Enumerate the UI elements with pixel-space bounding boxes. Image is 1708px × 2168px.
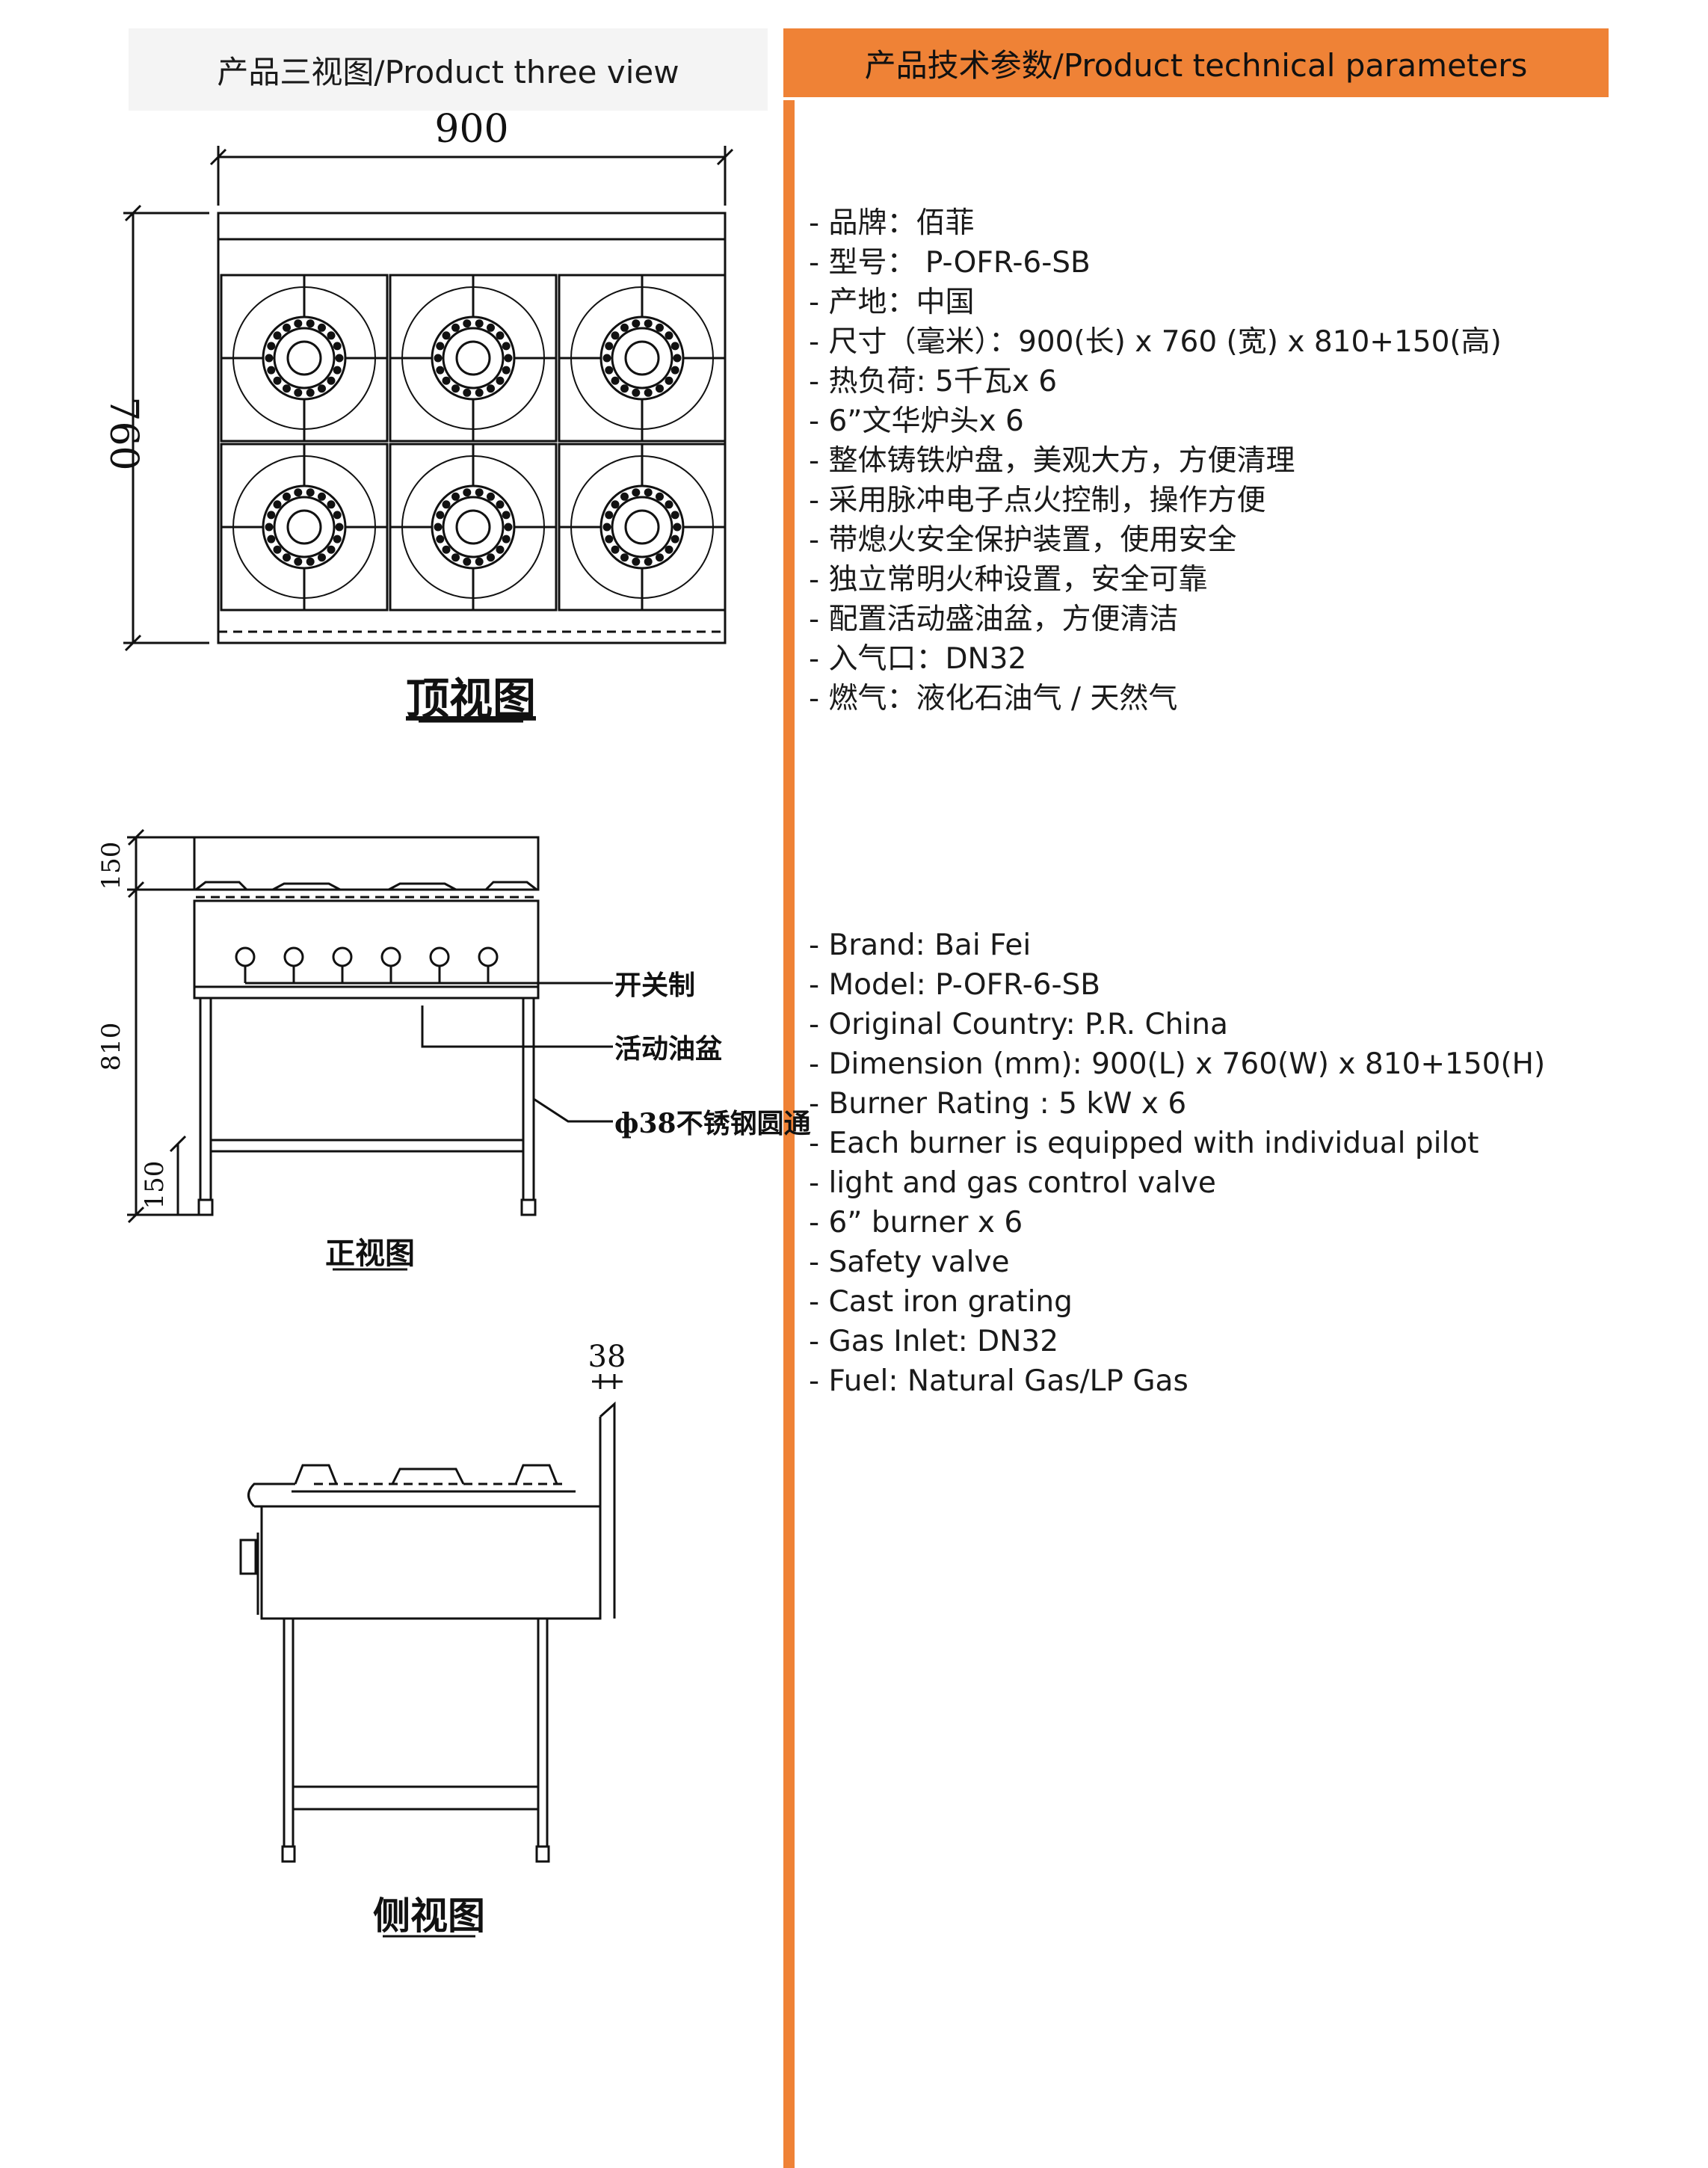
spec-en-item: - Burner Rating : 5 kW x 6 bbox=[809, 1087, 1187, 1121]
three-view-drawing: 900 760 顶视图 bbox=[96, 107, 811, 1938]
spec-en-item: - Cast iron grating bbox=[809, 1285, 1073, 1319]
three-view-title: 产品三视图/Product three view bbox=[217, 53, 679, 90]
callout-drip-tray: 活动油盆 bbox=[614, 1033, 722, 1065]
spec-cn-item: - 独立常明火种设置，安全可靠 bbox=[809, 563, 1208, 597]
spec-en-item: - light and gas control valve bbox=[809, 1166, 1216, 1200]
spec-en-item: - Brand: Bai Fei bbox=[809, 929, 1032, 962]
spec-cn-item: - 型号： P-OFR-6-SB bbox=[809, 246, 1091, 280]
spec-cn-item: - 带熄火安全保护装置，使用安全 bbox=[809, 523, 1237, 557]
spec-cn-item: - 产地：中国 bbox=[809, 286, 975, 319]
spec-en-item: - Model: P-OFR-6-SB bbox=[809, 968, 1101, 1002]
burner-head bbox=[390, 275, 556, 441]
technical-header: 产品技术参数/Product technical parameters bbox=[783, 28, 1609, 97]
spec-cn-item: - 整体铸铁炉盘，美观大方，方便清理 bbox=[809, 444, 1295, 478]
spec-cn-item: - 6”文华炉头x 6 bbox=[809, 404, 1024, 438]
burner-head bbox=[390, 444, 556, 610]
burner-grid bbox=[221, 275, 725, 610]
control-knobs bbox=[235, 946, 613, 985]
spec-cn-item: - 入气口：DN32 bbox=[809, 642, 1027, 676]
spec-cn-item: - 尺寸（毫米）：900(长) x 760 (宽) x 810+150(高) bbox=[809, 325, 1502, 359]
callout-switch: 开关制 bbox=[614, 970, 695, 1001]
three-view-header: 产品三视图/Product three view bbox=[129, 28, 768, 111]
spec-cn-item: - 配置活动盛油盆，方便清洁 bbox=[809, 603, 1179, 636]
burner-head bbox=[559, 275, 725, 441]
spec-en-item: - Dimension (mm): 900(L) x 760(W) x 810+… bbox=[809, 1047, 1546, 1081]
spec-cn-item: - 采用脉冲电子点火控制，操作方便 bbox=[809, 484, 1266, 517]
side-view-caption: 侧视图 bbox=[373, 1894, 485, 1938]
orange-divider bbox=[783, 100, 795, 2168]
spec-en-item: - Fuel: Natural Gas/LP Gas bbox=[809, 1364, 1188, 1398]
spec-en-item: - Each burner is equipped with individua… bbox=[809, 1127, 1479, 1160]
spec-cn-item: - 燃气：液化石油气 / 天然气 bbox=[809, 682, 1178, 715]
technical-title: 产品技术参数/Product technical parameters bbox=[864, 46, 1528, 84]
front-dim-bottom: 150 bbox=[140, 1161, 170, 1210]
top-depth-dim: 760 bbox=[101, 396, 146, 470]
front-view bbox=[127, 828, 613, 1224]
front-dim-body: 810 bbox=[96, 1023, 126, 1071]
top-view-caption: 顶视图 bbox=[406, 674, 536, 724]
specs-english: - Brand: Bai Fei - Model: P-OFR-6-SB - O… bbox=[809, 926, 1545, 1401]
spec-en-item: - Safety valve bbox=[809, 1245, 1010, 1279]
spec-en-item: - 6” burner x 6 bbox=[809, 1206, 1023, 1239]
side-dim-backsplash: 38 bbox=[588, 1340, 626, 1374]
spec-cn-item: - 热负荷: 5千瓦x 6 bbox=[809, 365, 1058, 398]
spec-en-item: - Original Country: P.R. China bbox=[809, 1008, 1228, 1041]
spec-cn-item: - 品牌：佰菲 bbox=[809, 206, 975, 240]
front-dim-top: 150 bbox=[96, 842, 126, 890]
burner-head bbox=[221, 275, 387, 441]
front-view-caption: 正视图 bbox=[325, 1236, 415, 1271]
burner-head bbox=[559, 444, 725, 610]
burner-head bbox=[221, 444, 387, 610]
callout-tube: ф38不锈钢圆通 bbox=[614, 1108, 811, 1139]
side-view bbox=[239, 1374, 623, 1863]
top-width-dim: 900 bbox=[434, 107, 508, 152]
specs-chinese: - 品牌：佰菲 - 型号： P-OFR-6-SB - 产地：中国 - 尺寸（毫米… bbox=[809, 203, 1502, 718]
spec-en-item: - Gas Inlet: DN32 bbox=[809, 1325, 1059, 1358]
